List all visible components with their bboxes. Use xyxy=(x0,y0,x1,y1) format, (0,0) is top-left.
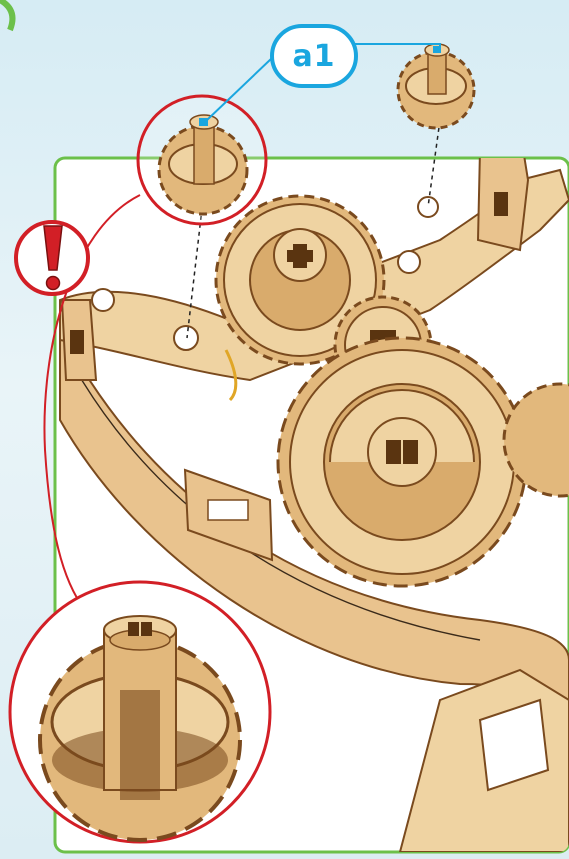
bracket-slot xyxy=(494,192,508,216)
lower-large-gear xyxy=(278,338,526,586)
zoom-detail xyxy=(10,582,270,842)
decorative-arc xyxy=(0,0,12,30)
arm-hole xyxy=(92,289,114,311)
part-callout-label: a1 xyxy=(272,26,356,86)
upright-bracket xyxy=(478,130,528,250)
floating-gear-right xyxy=(398,44,474,128)
warning-badge xyxy=(16,222,88,294)
arm-hole xyxy=(398,251,420,273)
bracket-window xyxy=(208,500,248,520)
bracket-slot xyxy=(70,330,84,354)
arm-hole xyxy=(174,326,198,350)
